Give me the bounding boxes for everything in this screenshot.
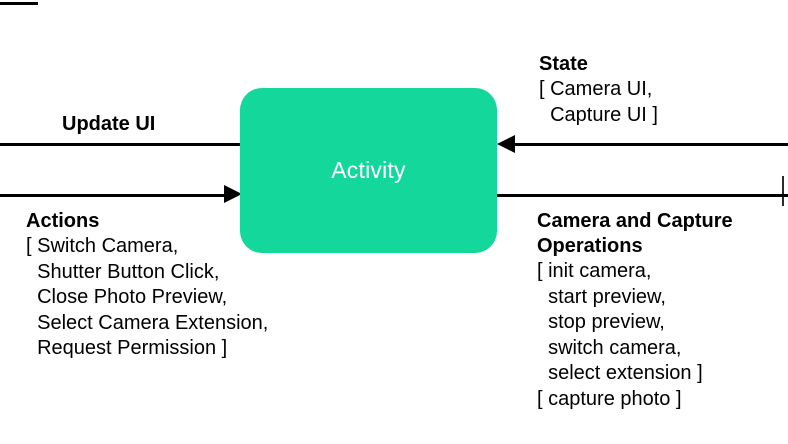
- label-camera-capture-operations-title: Camera and Capture Operations: [537, 210, 733, 257]
- connector-camera-capture-operations: [497, 194, 788, 197]
- crop-mark-top-left: [0, 2, 38, 5]
- arrowhead-state-into-activity: [497, 135, 515, 153]
- label-update-ui-title: Update UI: [62, 113, 156, 135]
- crop-mark-right-edge: [782, 176, 784, 206]
- connector-update-ui: [0, 143, 244, 146]
- label-state-title: State: [539, 53, 588, 75]
- activity-node-label: Activity: [331, 157, 406, 183]
- label-state-items: [ Camera UI, Capture UI ]: [539, 78, 658, 126]
- arrowhead-actions-into-activity: [224, 185, 242, 203]
- connector-actions: [0, 194, 228, 197]
- label-actions-title: Actions: [26, 210, 100, 232]
- activity-node: Activity: [240, 88, 497, 253]
- label-actions-items: [ Switch Camera, Shutter Button Click, C…: [26, 235, 269, 359]
- label-camera-capture-operations-items: [ init camera, start preview, stop previ…: [537, 260, 703, 410]
- connector-state: [512, 143, 788, 146]
